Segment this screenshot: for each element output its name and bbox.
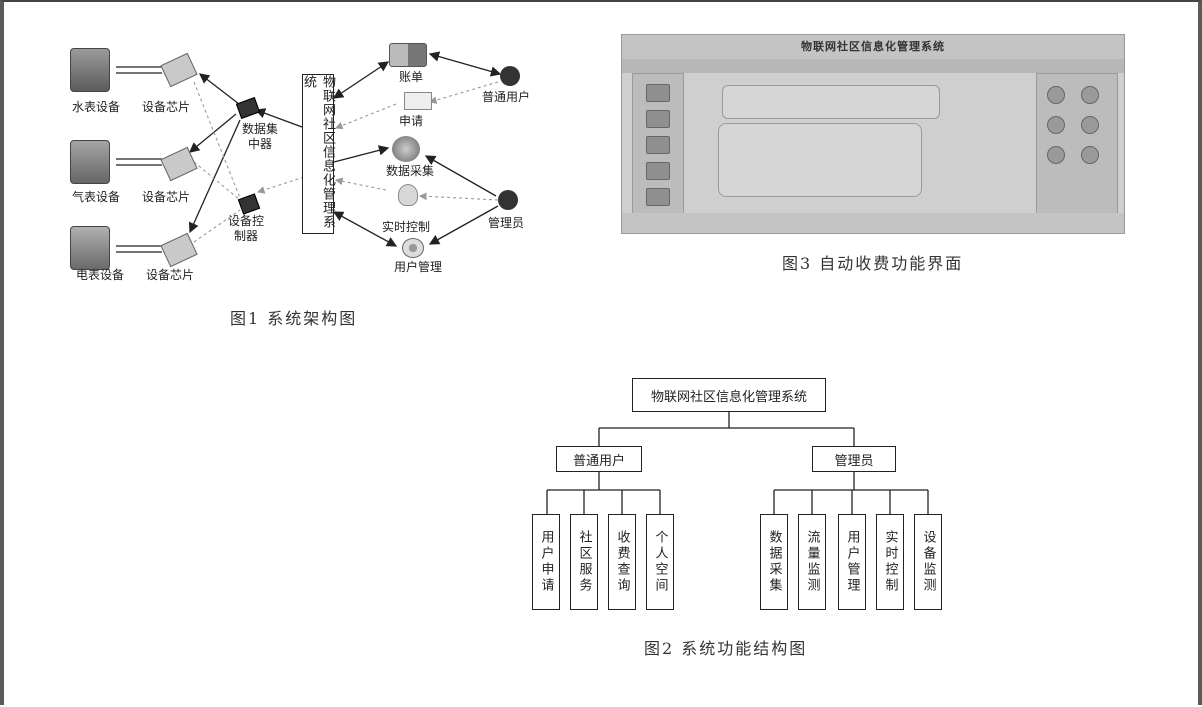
tree-branch-admin: 管理员 [812,446,896,472]
shortcut-icon [1047,146,1065,164]
figure2-tree-lines [546,412,929,514]
screen-bill-panel [718,123,922,197]
user-avatar-icon [500,66,520,86]
tree-leaf: 流量监测 [798,514,826,610]
electric-meter-icon [70,226,110,270]
tree-leaf-label: 流量监测 [804,530,820,594]
tree-leaf: 个人空间 [646,514,674,610]
shortcut-icon [1047,86,1065,104]
water-meter-icon [70,48,110,92]
nav-tile-icon [646,84,670,102]
mail-icon [404,92,432,110]
tree-leaf: 设备监测 [914,514,942,610]
function-label: 申请 [399,114,424,128]
gas-meter-icon [70,140,110,184]
figure3-caption: 图3 自动收费功能界面 [782,254,964,273]
screen-title: 物联网社区信息化管理系统 [622,35,1124,59]
tree-leaf: 用户申请 [532,514,560,610]
tree-leaf-label: 收费查询 [614,530,630,594]
tree-leaf-label: 用户管理 [844,530,860,594]
data-collection-icon [392,136,420,162]
realtime-control-icon [398,184,418,206]
user-management-icon [402,238,424,258]
tree-root-label: 物联网社区信息化管理系统 [650,389,807,405]
screen-toolbar [622,59,1124,73]
nav-tile-icon [646,110,670,128]
concentrator-label: 数据集中器 [242,122,279,151]
billing-ui-screenshot: 物联网社区信息化管理系统 [621,34,1125,234]
role-label: 管理员 [488,216,525,230]
tree-branch-label: 普通用户 [572,453,625,469]
function-label: 用户管理 [394,260,443,274]
shortcut-icon [1081,86,1099,104]
tree-leaf: 收费查询 [608,514,636,610]
shortcut-icon [1081,146,1099,164]
chip-label: 设备芯片 [142,190,191,204]
function-label: 数据采集 [386,164,435,178]
tree-leaf-label: 数据采集 [766,530,782,594]
nav-tile-icon [646,188,670,206]
function-label: 实时控制 [382,220,431,234]
device-label: 电表设备 [76,268,125,282]
shortcut-icon [1081,116,1099,134]
system-name: 物联网社区信息化管理系统 [301,75,335,229]
role-label: 普通用户 [482,90,531,104]
tree-leaf: 社区服务 [570,514,598,610]
chip-label: 设备芯片 [146,268,195,282]
tree-leaf: 数据采集 [760,514,788,610]
tree-branch-label: 管理员 [834,453,874,469]
device-label: 气表设备 [72,190,121,204]
screen-query-panel [722,85,940,119]
tree-leaf: 用户管理 [838,514,866,610]
tree-root: 物联网社区信息化管理系统 [632,378,826,412]
figure1-caption: 图1 系统架构图 [230,309,358,328]
nav-tile-icon [646,162,670,180]
tree-leaf-label: 用户申请 [538,530,554,594]
figure2-caption: 图2 系统功能结构图 [644,639,808,658]
tree-leaf-label: 个人空间 [652,530,668,594]
shortcut-icon [1047,116,1065,134]
controller-label: 设备控制器 [227,214,264,243]
tree-leaf-label: 实时控制 [882,530,898,594]
system-box: 物联网社区信息化管理系统 [301,74,335,234]
screen-footer [622,213,1124,233]
figure1-connectors [116,51,502,253]
tree-branch-user: 普通用户 [556,446,642,472]
admin-avatar-icon [498,190,518,210]
screen-left-nav [632,73,684,215]
chip-label: 设备芯片 [142,100,191,114]
device-label: 水表设备 [72,100,121,114]
bill-icon [389,43,427,67]
tree-leaf: 实时控制 [876,514,904,610]
function-label: 账单 [399,70,424,84]
tree-leaf-label: 社区服务 [576,530,592,594]
tree-leaf-label: 设备监测 [920,530,936,594]
nav-tile-icon [646,136,670,154]
